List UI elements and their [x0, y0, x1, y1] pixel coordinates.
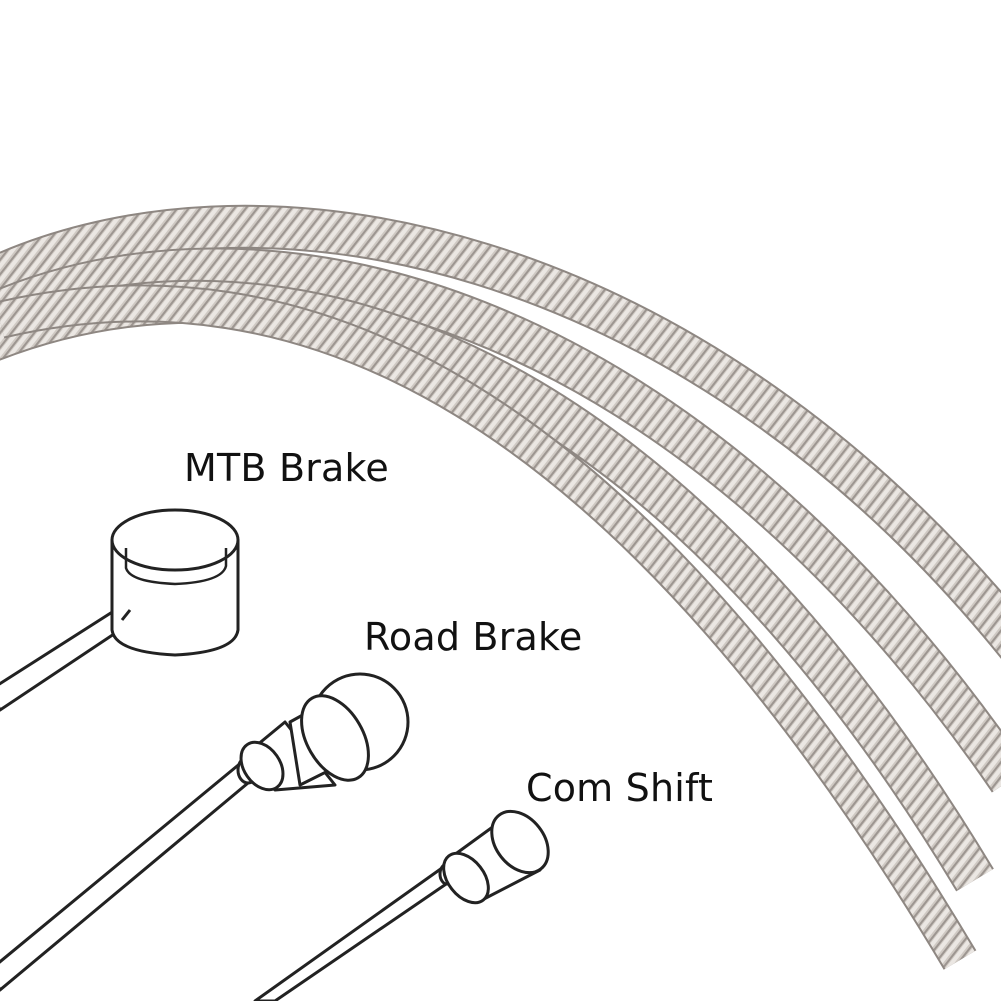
- mtb-brake-label: MTB Brake: [184, 446, 389, 490]
- road-brake-label: Road Brake: [364, 615, 583, 659]
- mtb-brake-cable-end-icon: [0, 508, 240, 712]
- steel-cable-bundle: [0, 204, 1001, 970]
- com-shift-cable-end-icon: [253, 809, 550, 1003]
- road-brake-cable-end-icon: [0, 672, 410, 992]
- com-shift-label: Com Shift: [526, 766, 714, 810]
